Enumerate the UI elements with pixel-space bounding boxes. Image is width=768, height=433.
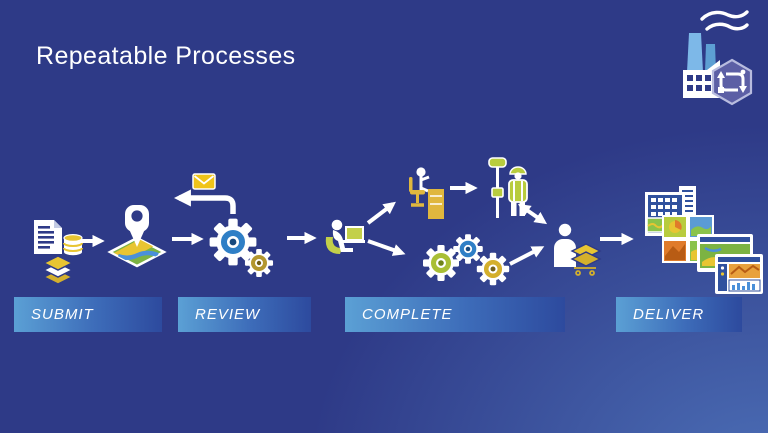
- stage-label-submit: SUBMIT: [31, 306, 94, 323]
- workflow-hexagon-badge: [711, 58, 753, 106]
- factory-logo: [683, 10, 753, 106]
- gear-icon: [453, 234, 483, 264]
- gps-surveyor-icon: [488, 157, 528, 218]
- smoke-icon: [700, 10, 749, 31]
- gear-icon: [423, 245, 459, 281]
- database-cylinder-icon: [63, 234, 83, 256]
- envelope-icon: [192, 173, 216, 190]
- analyst-laptop-icon: [325, 219, 365, 254]
- arrow-branch-down: [367, 239, 406, 256]
- stage-label-deliver: DELIVER: [633, 306, 705, 323]
- gear-icon: [209, 218, 257, 266]
- smokestack-icon: [687, 33, 703, 72]
- layers-stack-icon: [42, 255, 74, 285]
- arrow-gears-person: [509, 246, 545, 266]
- stage-bar-review: REVIEW: [178, 297, 311, 332]
- dashboard-window-icon: [715, 254, 763, 294]
- arrow-branch-up: [366, 201, 396, 225]
- smokestack-icon: [705, 44, 716, 72]
- stage-label-review: REVIEW: [195, 306, 261, 323]
- desk-worker-icon: [409, 167, 444, 219]
- return-arrow-icon: [173, 189, 236, 214]
- stage-bar-deliver: DELIVER: [616, 297, 742, 332]
- review-gears-icon: [209, 218, 274, 278]
- delivery-person-icon: [554, 223, 602, 276]
- page-title: Repeatable Processes: [36, 42, 296, 70]
- processing-gears-icon: [423, 234, 510, 286]
- gear-icon: [244, 248, 274, 278]
- stage-label-complete: COMPLETE: [362, 306, 453, 323]
- documents-data-icon: [34, 220, 83, 285]
- deliverables-maps-apps-icon: [645, 186, 763, 294]
- map-pin-icon: [107, 205, 167, 268]
- stage-bar-submit: SUBMIT: [14, 297, 162, 332]
- gear-icon: [476, 252, 510, 286]
- layers-stack-icon: [570, 243, 602, 267]
- stage-bar-complete: COMPLETE: [345, 297, 565, 332]
- field-worker-figure: [508, 166, 528, 216]
